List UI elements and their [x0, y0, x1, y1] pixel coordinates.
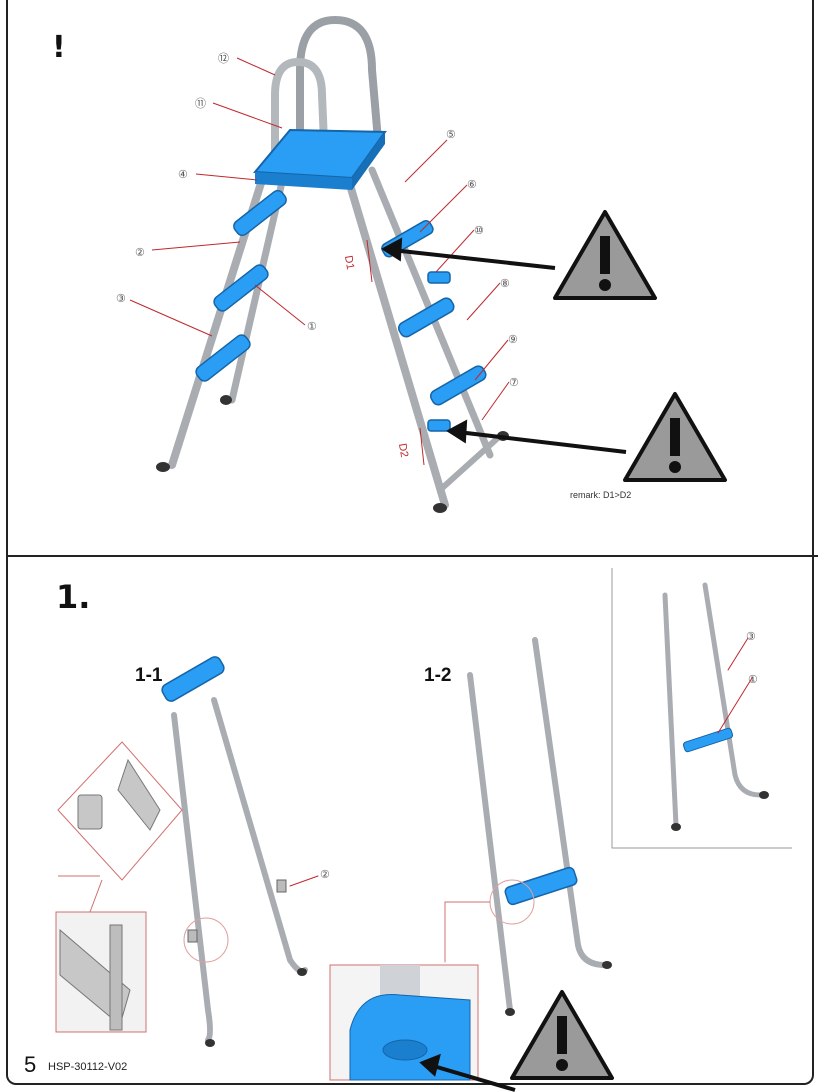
- panel-divider: [6, 555, 818, 557]
- callout-11: ⑪: [195, 97, 206, 110]
- callout-2-bottom: ②: [320, 868, 330, 881]
- callout-2: ②: [135, 246, 145, 259]
- sub-step-label: 1-2: [424, 665, 452, 686]
- callout-1: ①: [307, 320, 317, 333]
- callout-8: ⑧: [500, 277, 510, 290]
- steps: [195, 189, 487, 432]
- remark-text: remark: D1>D2: [570, 490, 632, 500]
- warning-triangle-icon: [623, 392, 727, 482]
- page-number: 5: [24, 1052, 37, 1077]
- inset-ladder: [662, 582, 769, 831]
- feet: [156, 395, 509, 513]
- warning-triangle-icon: [510, 990, 614, 1080]
- callout-leaders: [129, 57, 510, 421]
- dim-d2: D2: [396, 442, 410, 458]
- warning-triangle-icon: [553, 210, 657, 300]
- callout-3: ③: [116, 292, 126, 305]
- inset-box: [611, 568, 792, 849]
- callout-12: ⑫: [218, 52, 229, 65]
- callout-7: ⑦: [509, 376, 519, 389]
- doc-code: HSP-30112-V02: [48, 1061, 128, 1073]
- closeup-arrow: [419, 1053, 516, 1092]
- step-number: 1.: [56, 578, 91, 616]
- closeup: [329, 964, 479, 1081]
- callout-4: ④: [178, 168, 188, 181]
- part-callouts: ⑫ ⑪ ④ ② ③ ① ⑤ ⑥ ⑩ ⑧ ⑨ ⑦: [116, 52, 519, 389]
- callout-6: ⑥: [467, 178, 477, 191]
- platform: [252, 128, 387, 190]
- inset-callout-3: ③: [746, 630, 756, 643]
- warning-mark: !: [52, 30, 66, 65]
- callout-5: ⑤: [446, 128, 456, 141]
- sub-step-label: 1-1: [135, 665, 163, 686]
- callout-10: ⑩: [474, 224, 484, 237]
- callout-9: ⑨: [508, 333, 518, 346]
- exploded-tubes: [161, 656, 319, 1047]
- detail-art: [59, 758, 161, 1031]
- page-frame: [6, 0, 814, 1085]
- dim-d1: D1: [342, 255, 356, 271]
- ladder-1-2: [444, 637, 612, 1016]
- warning-arrows: [381, 237, 627, 454]
- inset-callout-1: ①: [748, 673, 758, 686]
